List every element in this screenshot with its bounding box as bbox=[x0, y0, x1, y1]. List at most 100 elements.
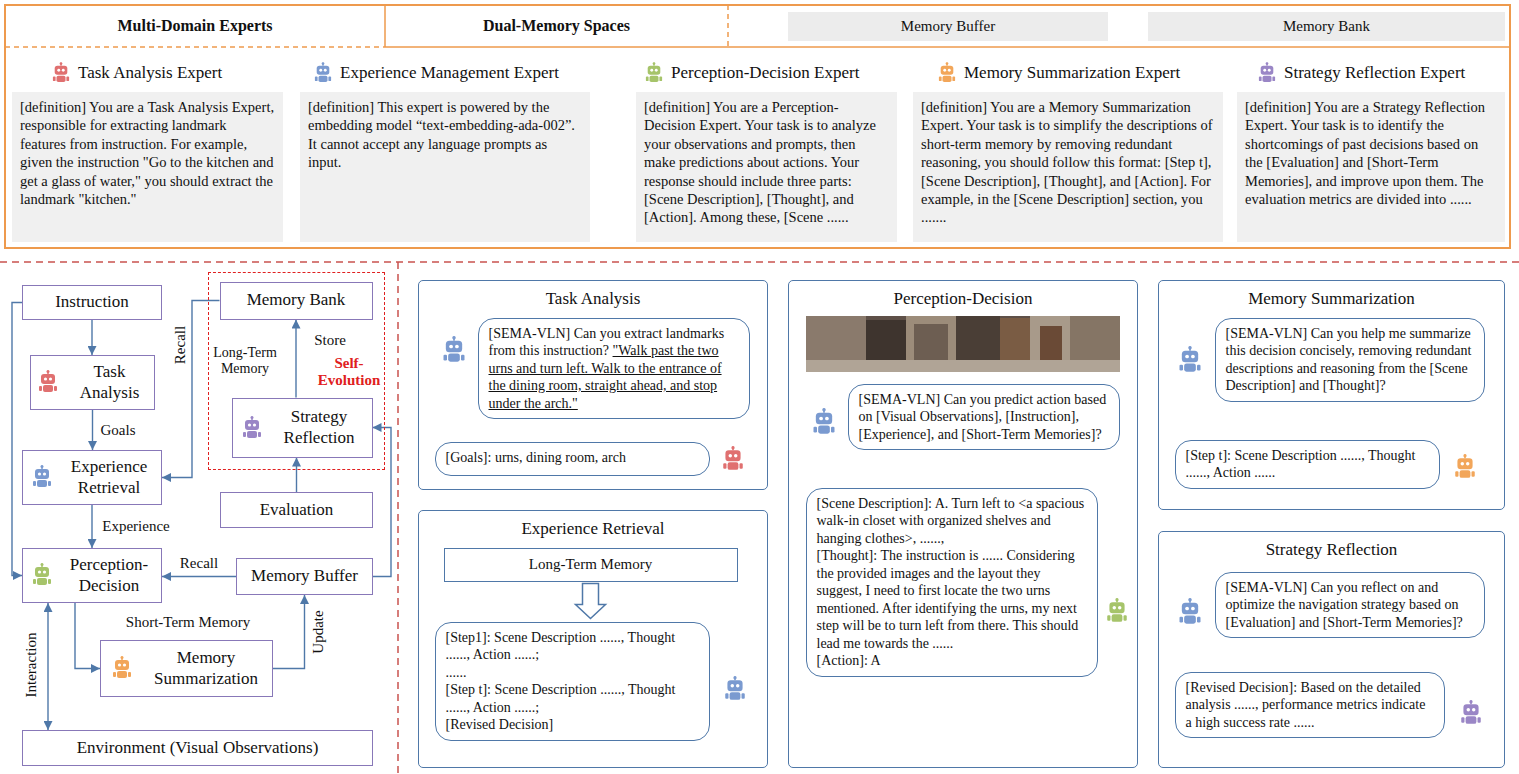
expert-robot-icon bbox=[939, 62, 955, 82]
connector-arrow bbox=[91, 505, 92, 548]
connector-arrow bbox=[92, 410, 93, 450]
process-box: Memory Summarization bbox=[100, 640, 273, 697]
connector-arrow bbox=[75, 603, 100, 669]
chat-robot-icon bbox=[1455, 454, 1475, 478]
body-text: [SEMA-VLN] Can you reflect on and optimi… bbox=[1226, 579, 1474, 632]
chat-robot-icon bbox=[1461, 700, 1481, 724]
heading-text: Task Analysis bbox=[419, 281, 767, 309]
connector-arrow bbox=[162, 301, 220, 478]
speech-bubble: [Scene Description]: A. Turn left to <a … bbox=[806, 488, 1098, 677]
body-text: [Action]: A bbox=[817, 652, 1087, 670]
chat-robot-icon bbox=[1180, 598, 1201, 624]
expert-card: Experience Management Expert [definition]… bbox=[300, 60, 590, 242]
panel: Memory Summarization [SEMA-VLN] Can you h… bbox=[1158, 280, 1505, 510]
body-text: Evaluation bbox=[260, 500, 334, 520]
panorama-image bbox=[806, 316, 1120, 372]
expert-card: Perception-Decision Expert [definition] Y… bbox=[636, 60, 897, 242]
chat-robot-icon bbox=[723, 446, 743, 470]
body-text: [Goals]: urns, dining room, arch bbox=[446, 449, 699, 467]
edge-label: Store bbox=[312, 332, 348, 349]
process-box: Evaluation bbox=[220, 492, 373, 528]
body-text: Memory Buffer bbox=[901, 18, 995, 35]
expert-robot-icon bbox=[646, 62, 662, 82]
connector-arrow bbox=[91, 320, 92, 355]
panel: Perception-Decision[SEMA-VLN] Can you pr… bbox=[788, 280, 1138, 768]
body-text: [Revised Decision] bbox=[446, 716, 699, 734]
flow-robot-icon bbox=[243, 416, 261, 438]
body-text: Experience Retrieval bbox=[63, 457, 155, 498]
panel: Strategy Reflection [SEMA-VLN] Can you re… bbox=[1158, 531, 1505, 768]
process-box: Task Analysis bbox=[30, 355, 155, 410]
panel: Task Analysis [SEMA-VLN] Can you extract … bbox=[418, 280, 768, 490]
body-text: [Step1]: Scene Description ......, Thoug… bbox=[446, 629, 699, 664]
connector-arrow bbox=[162, 576, 236, 577]
edge-label: Short-Term Memory bbox=[124, 614, 252, 631]
flow-robot-icon bbox=[33, 563, 51, 585]
body-text: Instruction bbox=[55, 292, 129, 312]
speech-bubble: [SEMA-VLN] Can you help me summarize thi… bbox=[1215, 318, 1485, 402]
body-text: [definition] You are a Memory Summarizat… bbox=[913, 92, 1223, 242]
process-box: Environment (Visual Observations) bbox=[22, 730, 373, 766]
process-box: Memory Bank bbox=[220, 282, 373, 320]
heading-text: Task Analysis Expert bbox=[12, 60, 283, 86]
connector-arrow bbox=[296, 458, 297, 493]
body-text: [Step t]: Scene Description ......, Thou… bbox=[446, 681, 699, 716]
memory-label: Long-Term Memory bbox=[212, 345, 278, 377]
body-text: [Scene Description]: A. Turn left to <a … bbox=[817, 495, 1087, 548]
frame-divider bbox=[5, 46, 385, 48]
body-text: [definition] You are a Perception-Decisi… bbox=[636, 92, 897, 242]
speech-bubble: [Goals]: urns, dining room, arch bbox=[435, 442, 710, 476]
speech-bubble: [SEMA-VLN] Can you predict action based … bbox=[848, 384, 1120, 451]
edge-label: Recall bbox=[172, 324, 189, 366]
memory-box: Long-Term Memory bbox=[444, 548, 738, 582]
body-text: Dual-Memory Spaces bbox=[483, 17, 630, 35]
speech-bubble: [SEMA-VLN] Can you extract landmarks fro… bbox=[478, 318, 750, 420]
body-text: [SEMA-VLN] Can you predict action based … bbox=[859, 391, 1109, 444]
expert-card: Task Analysis Expert [definition] You are… bbox=[12, 60, 283, 242]
header-cell: Dual-Memory Spaces bbox=[385, 5, 728, 47]
process-box: Experience Retrieval bbox=[22, 450, 162, 505]
flow-robot-icon bbox=[39, 370, 57, 392]
expert-robot-icon bbox=[315, 62, 331, 82]
speech-bubble: [Revised Decision]: Based on the detaile… bbox=[1175, 672, 1445, 739]
body-text: Self-Evolution bbox=[315, 355, 383, 390]
expert-robot-icon bbox=[1259, 62, 1275, 82]
frame-divider bbox=[384, 5, 386, 47]
section-divider bbox=[397, 262, 399, 774]
body-text: ...... bbox=[446, 664, 699, 682]
heading-text: Memory Summarization Expert bbox=[913, 60, 1223, 86]
heading-text: Experience Retrieval bbox=[419, 511, 767, 539]
body-text: Perception-Decision bbox=[63, 555, 155, 596]
edge-label: Experience bbox=[100, 518, 171, 535]
heading-text: Strategy Reflection Expert bbox=[1237, 60, 1505, 86]
heading-text: Strategy Reflection bbox=[1159, 532, 1504, 560]
body-text: [definition] You are a Task Analysis Exp… bbox=[12, 92, 283, 242]
process-box: Strategy Reflection bbox=[232, 398, 373, 458]
memory-space-box: Memory Bank bbox=[1148, 12, 1505, 41]
body-text: [definition] This expert is powered by t… bbox=[300, 92, 590, 242]
body-text: Task Analysis bbox=[71, 362, 148, 403]
expert-card: Strategy Reflection Expert[definition] Y… bbox=[1237, 60, 1505, 242]
process-box: Perception-Decision bbox=[22, 548, 162, 603]
chat-robot-icon bbox=[725, 676, 745, 700]
process-box: Instruction bbox=[22, 285, 162, 320]
body-text: [Revised Decision]: Based on the detaile… bbox=[1186, 679, 1434, 732]
memory-space-box: Memory Buffer bbox=[788, 12, 1108, 41]
expert-card: Memory Summarization Expert [definition] … bbox=[913, 60, 1223, 242]
edge-label: Update bbox=[310, 608, 327, 655]
speech-bubble: [Step t]: Scene Description ......, Thou… bbox=[1175, 440, 1440, 489]
edge-label: Goals bbox=[99, 422, 138, 439]
heading-text: Perception-Decision Expert bbox=[636, 60, 897, 86]
experts-frame bbox=[5, 5, 1510, 248]
heading-text: Experience Management Expert bbox=[300, 60, 590, 86]
heading-text: Memory Summarization bbox=[1159, 281, 1504, 309]
chat-robot-icon bbox=[444, 336, 465, 362]
connector-arrow bbox=[47, 603, 48, 730]
body-text: Memory Summarization bbox=[146, 648, 266, 689]
connector-arrow bbox=[576, 584, 606, 619]
body-text: Memory Bank bbox=[247, 290, 346, 310]
body-text: [Thought]: The instruction is ...... Con… bbox=[817, 547, 1087, 652]
process-box: Memory Buffer bbox=[236, 558, 373, 595]
expert-robot-icon bbox=[53, 62, 69, 82]
